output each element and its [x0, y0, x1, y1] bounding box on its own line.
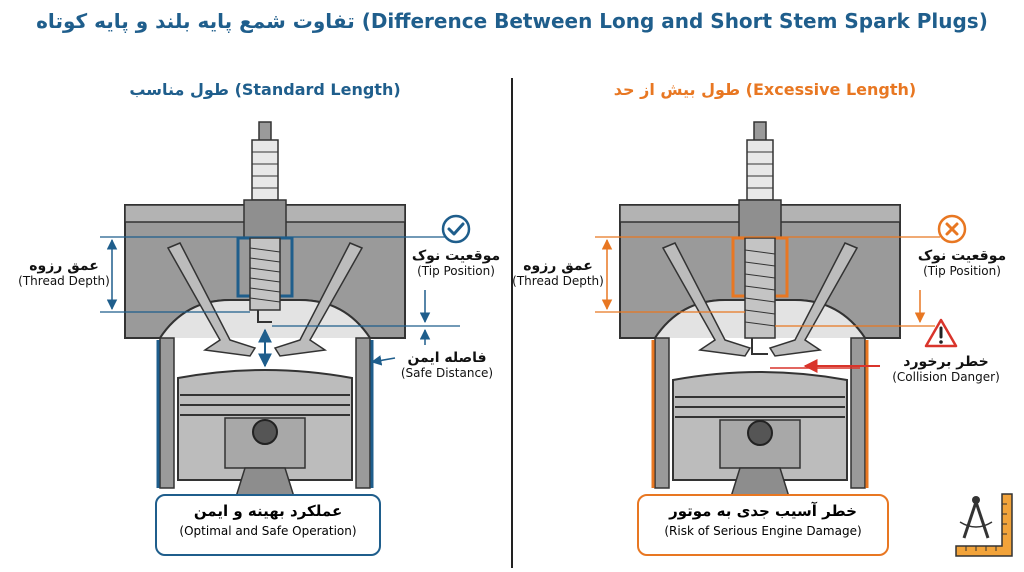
title-english: (Difference Between Long and Short Stem …	[361, 9, 988, 33]
check-circle-icon	[441, 214, 471, 244]
right-engine	[595, 121, 940, 501]
left-tip-label: موقعیت نوک (Tip Position)	[411, 248, 501, 278]
left-result-box: عملکرد بهینه و ایمن (Optimal and Safe Op…	[155, 494, 381, 556]
right-result-box: خطر آسیب جدی به موتور (Risk of Serious E…	[637, 494, 889, 556]
warning-triangle-icon	[924, 318, 958, 348]
right-thread-label: عمق رزوه (Thread Depth)	[512, 258, 604, 288]
left-heading: طول مناسب (Standard Length)	[129, 80, 401, 99]
center-divider	[511, 78, 513, 568]
right-tip-label: موقعیت نوک (Tip Position)	[917, 248, 1007, 278]
right-collision-label: خطر برخورد (Collision Danger)	[892, 354, 1000, 384]
left-thread-label: عمق رزوه (Thread Depth)	[18, 258, 110, 288]
title-persian: تفاوت شمع پایه بلند و پایه کوتاه	[36, 9, 355, 33]
x-circle-icon	[937, 214, 967, 244]
page-title: تفاوت شمع پایه بلند و پایه کوتاه (Differ…	[0, 8, 1024, 34]
left-engine	[100, 121, 460, 501]
right-heading: طول بیش از حد (Excessive Length)	[613, 80, 917, 99]
left-safe-distance-label: فاصله ایمن (Safe Distance)	[400, 350, 494, 380]
compass-ruler-icon	[955, 493, 1013, 557]
